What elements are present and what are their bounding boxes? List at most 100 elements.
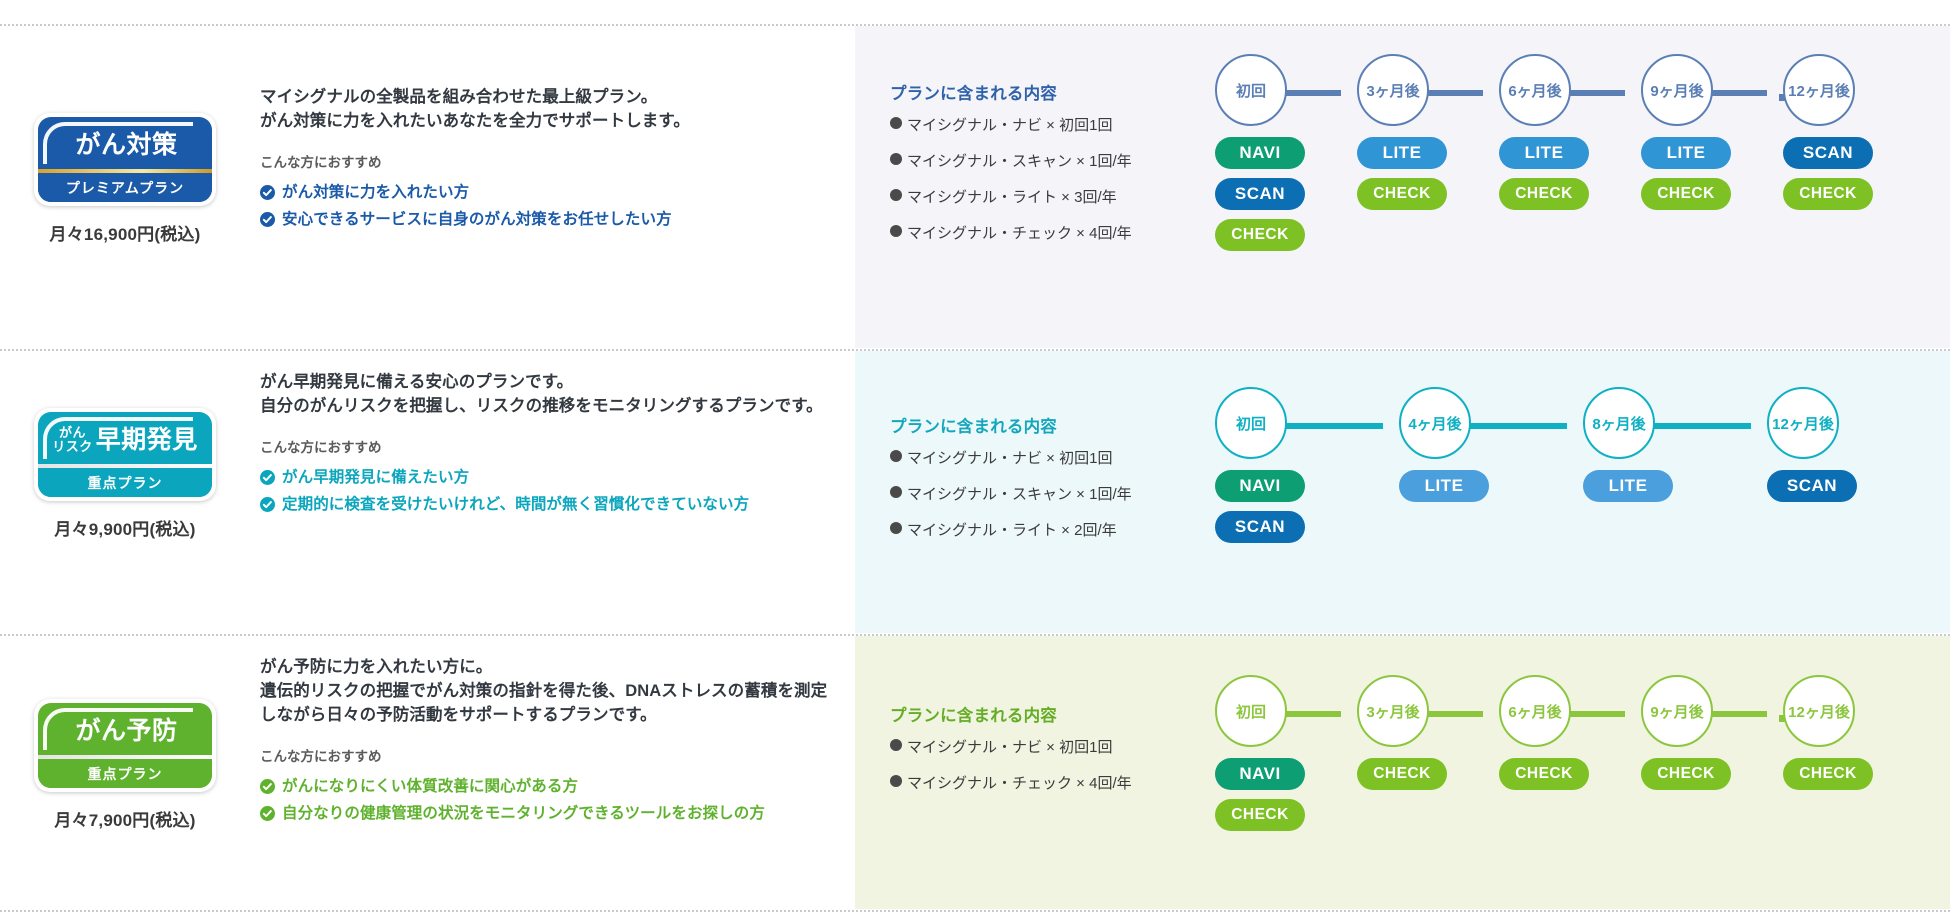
- badge-plan-name-stack: がんリスク: [52, 426, 93, 453]
- product-pill: LITE: [1583, 470, 1673, 502]
- plan-badge: がん対策 プレミアムプラン: [34, 113, 216, 206]
- product-pill: CHECK: [1783, 758, 1873, 790]
- plan-badge-column: がん予防 重点プラン 月々7,900円(税込): [0, 699, 250, 831]
- timeline-circle: 12ヶ月後: [1767, 387, 1839, 459]
- timeline-pill-group: NAVI SCAN: [1215, 470, 1305, 543]
- plan-price: 月々9,900円(税込): [54, 520, 196, 539]
- product-pill: NAVI: [1215, 758, 1305, 790]
- timeline-connector: [1427, 90, 1483, 96]
- divider-top: [0, 24, 1950, 26]
- timeline-pill-group: CHECK: [1499, 758, 1589, 790]
- timeline-connector: [1285, 423, 1383, 429]
- product-pill: SCAN: [1783, 137, 1873, 169]
- product-pill: LITE: [1357, 137, 1447, 169]
- recommendation-label: こんな方におすすめ: [260, 154, 382, 170]
- plan-contents-text: マイシグナル・チェック × 4回/年: [907, 225, 1132, 242]
- timeline-circle: 8ヶ月後: [1583, 387, 1655, 459]
- check-circle-icon: [260, 496, 275, 520]
- timeline-label: 3ヶ月後: [1366, 82, 1420, 100]
- recommendation-text: がん早期発見に備えたい方: [282, 468, 470, 486]
- timeline-label: 4ヶ月後: [1408, 415, 1462, 433]
- recommendation-item: がん早期発見に備えたい方: [260, 466, 840, 493]
- timeline-connector: [1653, 423, 1751, 429]
- recommendation-text: がんになりにくい体質改善に関心がある方: [282, 777, 579, 795]
- plan-contents-column: プランに含まれる内容 マイシグナル・ナビ × 初回1回マイシグナル・スキャン ×…: [890, 413, 1190, 559]
- recommendation-label: こんな方におすすめ: [260, 439, 382, 455]
- timeline-node: 12ヶ月後 SCAN: [1767, 387, 1857, 502]
- timeline-pill-group: LITE: [1583, 470, 1673, 502]
- timeline-label: 6ヶ月後: [1508, 82, 1562, 100]
- timeline-circle: 6ヶ月後: [1499, 675, 1571, 747]
- plan-contents-text: マイシグナル・ナビ × 初回1回: [907, 450, 1113, 467]
- badge-plan-name: がんリスク 早期発見: [52, 426, 198, 453]
- plan-badge: がんリスク 早期発見 重点プラン: [34, 408, 216, 501]
- timeline-label: 8ヶ月後: [1592, 415, 1646, 433]
- timeline-connector: [1285, 711, 1341, 717]
- timeline-node: 6ヶ月後 CHECK: [1499, 675, 1625, 790]
- timeline-circle: 9ヶ月後: [1641, 54, 1713, 126]
- bullet-dot-icon: [890, 225, 902, 237]
- timeline-circle: 初回: [1215, 387, 1287, 459]
- product-pill: LITE: [1399, 470, 1489, 502]
- timeline-connector: [1711, 90, 1767, 96]
- bullet-dot-icon: [890, 739, 902, 751]
- check-circle-icon: [260, 805, 275, 829]
- product-pill: SCAN: [1767, 470, 1857, 502]
- timeline-pill-group: CHECK: [1357, 758, 1447, 790]
- plan-lead-text: がん予防に力を入れたい方に。遺伝的リスクの把握でがん対策の指針を得た後、DNAス…: [260, 656, 840, 728]
- timeline-label: 初回: [1235, 415, 1266, 433]
- check-circle-icon: [260, 211, 275, 235]
- timeline-connector: [1711, 711, 1767, 717]
- timeline-circle: 9ヶ月後: [1641, 675, 1713, 747]
- plan-contents-list: マイシグナル・ナビ × 初回1回マイシグナル・スキャン × 1回/年マイシグナル…: [890, 117, 1190, 242]
- timeline-label: 12ヶ月後: [1772, 415, 1834, 433]
- panel-inner-wrapper: プランに含まれる内容 マイシグナル・ナビ × 初回1回マイシグナル・スキャン ×…: [855, 26, 1950, 348]
- plan-contents-title: プランに含まれる内容: [890, 707, 1057, 725]
- product-pill: NAVI: [1215, 470, 1305, 502]
- bullet-dot-icon: [890, 189, 902, 201]
- badge-plan-tier: 重点プラン: [38, 464, 212, 497]
- check-circle-icon: [260, 778, 275, 802]
- plan-lead-text: がん早期発見に備える安心のプランです。自分のがんリスクを把握し、リスクの推移をモ…: [260, 371, 840, 419]
- bullet-dot-icon: [890, 775, 902, 787]
- recommendation-text: 自分なりの健康管理の状況をモニタリングできるツールをお探しの方: [282, 805, 765, 823]
- plan-contents-item: マイシグナル・ナビ × 初回1回: [890, 739, 1190, 755]
- badge-plan-name: がん対策: [72, 132, 177, 158]
- plan-lead-line: 遺伝的リスクの把握でがん対策の指針を得た後、DNAストレスの蓄積を測定しながら日…: [260, 681, 828, 724]
- badge-hook-decoration: [43, 417, 193, 459]
- recommendation-item: 定期的に検査を受けたいけれど、時間が無く習慣化できていない方: [260, 493, 840, 520]
- badge-hook-decoration: [43, 708, 193, 750]
- product-pill: LITE: [1641, 137, 1731, 169]
- timeline-circle: 初回: [1215, 54, 1287, 126]
- plan-contents-text: マイシグナル・ナビ × 初回1回: [907, 117, 1113, 134]
- recommendation-item: 自分なりの健康管理の状況をモニタリングできるツールをお探しの方: [260, 802, 840, 829]
- plan-badge-column: がん対策 プレミアムプラン 月々16,900円(税込): [0, 113, 250, 245]
- product-pill: CHECK: [1499, 758, 1589, 790]
- plan-lead-line: がん対策に力を入れたいあなたを全力でサポートします。: [260, 111, 690, 130]
- recommendation-item: 安心できるサービスに自身のがん対策をお任せしたい方: [260, 208, 840, 235]
- timeline-connector: [1427, 711, 1483, 717]
- timeline-node: 初回 NAVI SCAN: [1215, 387, 1383, 543]
- timeline-connector: [1285, 90, 1341, 96]
- timeline-circle: 初回: [1215, 675, 1287, 747]
- panel-inner-wrapper: プランに含まれる内容 マイシグナル・ナビ × 初回1回マイシグナル・チェック ×…: [855, 636, 1950, 909]
- plan-contents-item: マイシグナル・ライト × 3回/年: [890, 189, 1190, 205]
- product-pill: CHECK: [1357, 178, 1447, 210]
- badge-plan-name-main: 早期発見: [95, 425, 198, 454]
- badge-plan-tier: プレミアムプラン: [38, 169, 212, 202]
- product-pill: SCAN: [1215, 178, 1305, 210]
- plan-lead-line: マイシグナルの全製品を組み合わせた最上級プラン。: [260, 88, 658, 106]
- badge-plan-tier: 重点プラン: [38, 755, 212, 788]
- check-circle-icon: [260, 469, 275, 493]
- timeline-circle: 12ヶ月後: [1783, 54, 1855, 126]
- recommendation-item: がん対策に力を入れたい方: [260, 181, 840, 208]
- product-pill: SCAN: [1215, 511, 1305, 543]
